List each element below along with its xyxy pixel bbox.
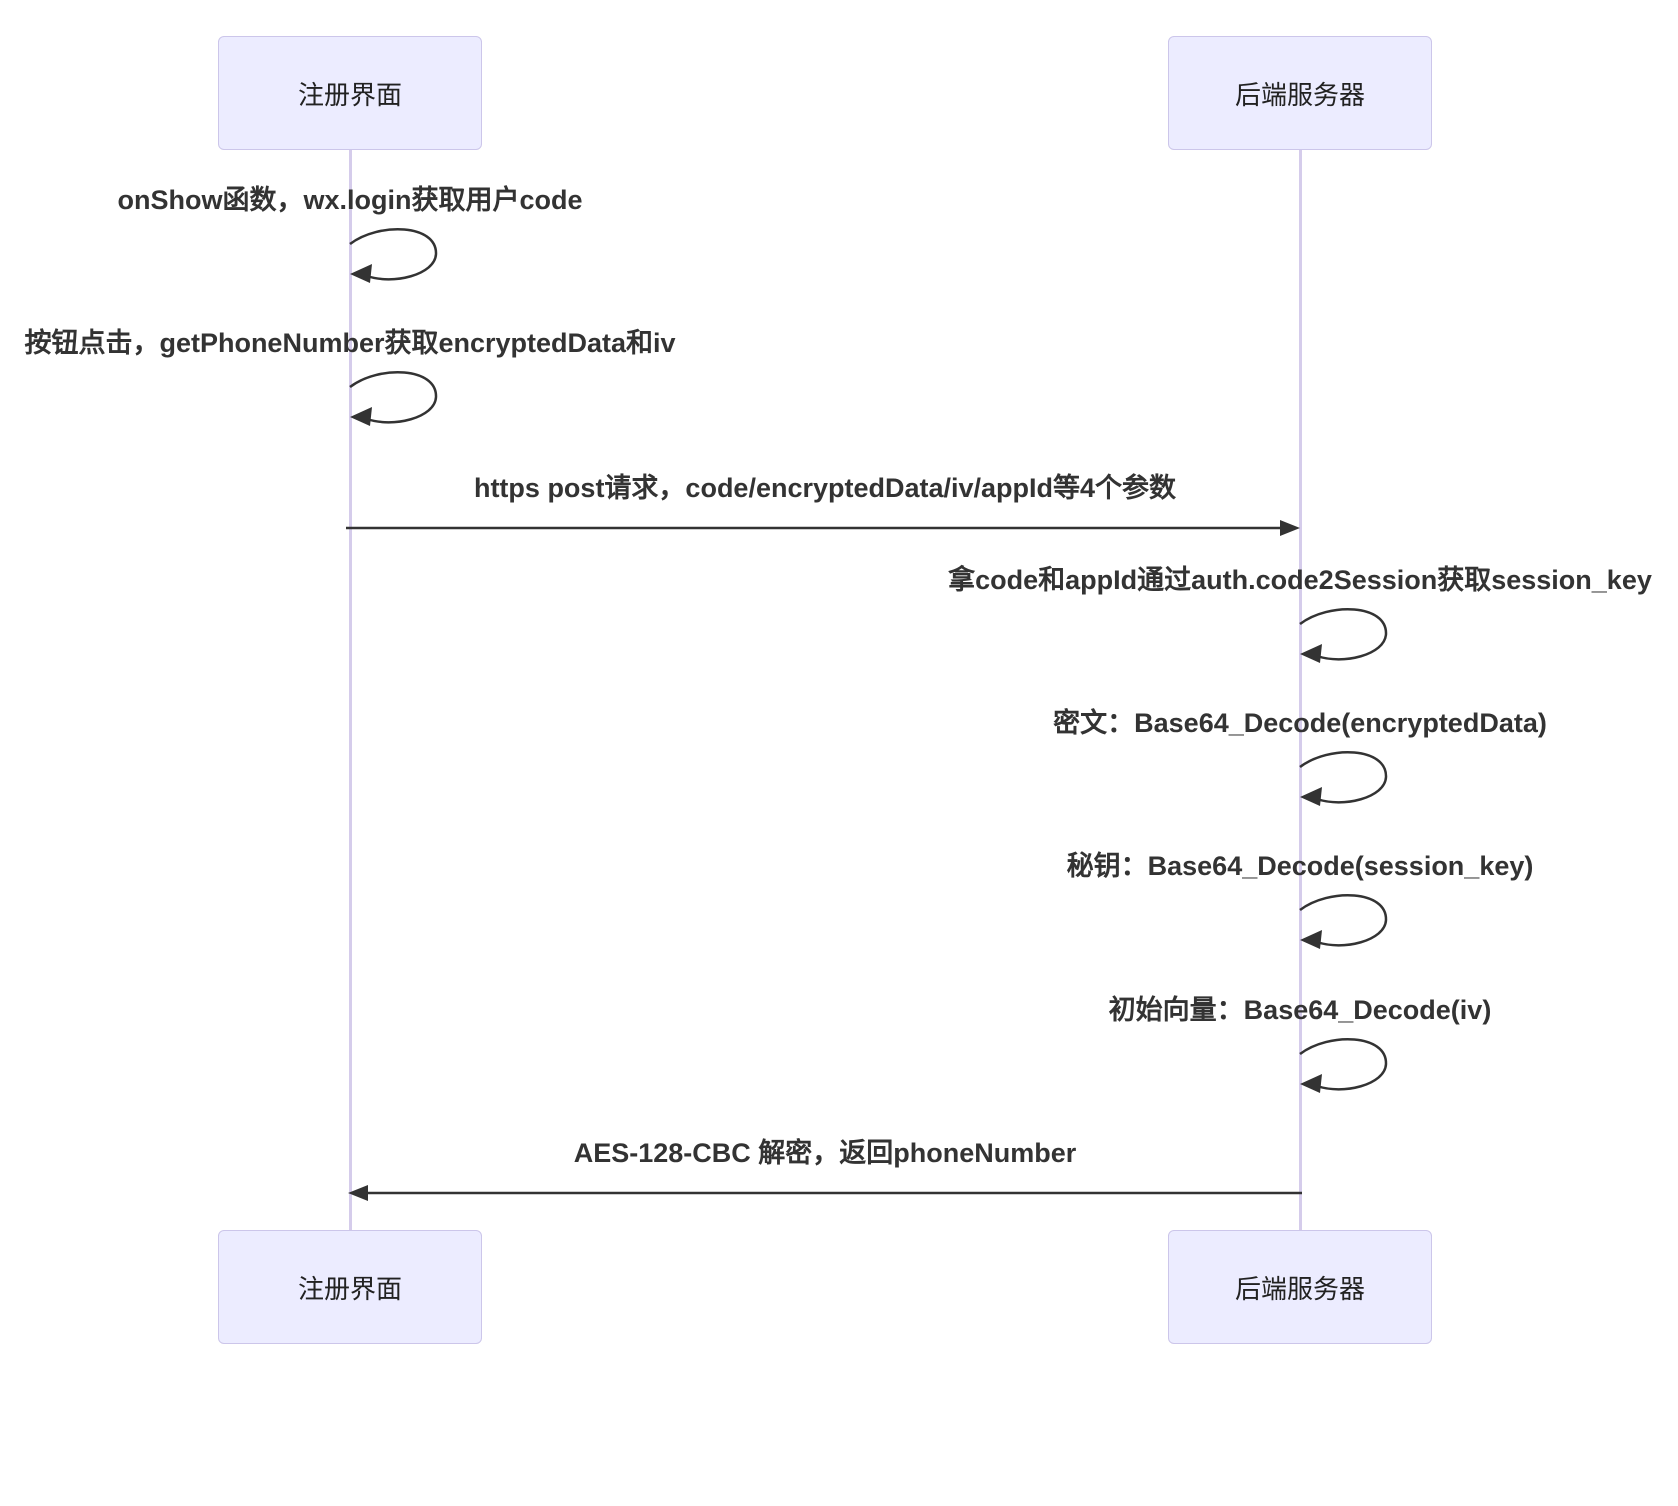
lifeline-backend [1299, 150, 1302, 1230]
message-2-text: 按钮点击，getPhoneNumber获取encryptedData和iv [24, 328, 676, 358]
message-4-text: 拿code和appId通过auth.code2Session获取session_… [948, 565, 1652, 595]
actor-backend-label: 后端服务器 [1234, 1273, 1365, 1304]
actor-register-top: 注册界面 [218, 36, 482, 150]
message-arrow-right [346, 520, 1300, 536]
self-loop-arrow [1299, 751, 1388, 806]
self-loop-arrow [1299, 1038, 1388, 1093]
message-8-text: AES-128-CBC 解密，返回phoneNumber [573, 1138, 1077, 1168]
self-loop-arrow [349, 228, 438, 283]
message-5-text: 密文：Base64_Decode(encryptedData) [1053, 708, 1547, 738]
message-1-text: onShow函数，wx.login获取用户code [117, 185, 583, 215]
message-3-text: https post请求，code/encryptedData/iv/appId… [473, 473, 1177, 503]
actor-register-bottom: 注册界面 [218, 1230, 482, 1344]
actor-backend-label: 后端服务器 [1234, 79, 1365, 110]
self-loop-arrow [1299, 608, 1388, 663]
self-loop-arrow [1299, 894, 1388, 949]
actor-backend-top: 后端服务器 [1168, 36, 1432, 150]
message-arrow-left [348, 1185, 1302, 1201]
lifeline-register [349, 150, 352, 1230]
actor-register-label: 注册界面 [297, 1273, 402, 1304]
actor-register-label: 注册界面 [297, 79, 402, 110]
self-loop-arrow [349, 371, 438, 426]
actor-backend-bottom: 后端服务器 [1168, 1230, 1432, 1344]
message-6-text: 秘钥：Base64_Decode(session_key) [1066, 851, 1534, 881]
message-7-text: 初始向量：Base64_Decode(iv) [1108, 995, 1492, 1025]
